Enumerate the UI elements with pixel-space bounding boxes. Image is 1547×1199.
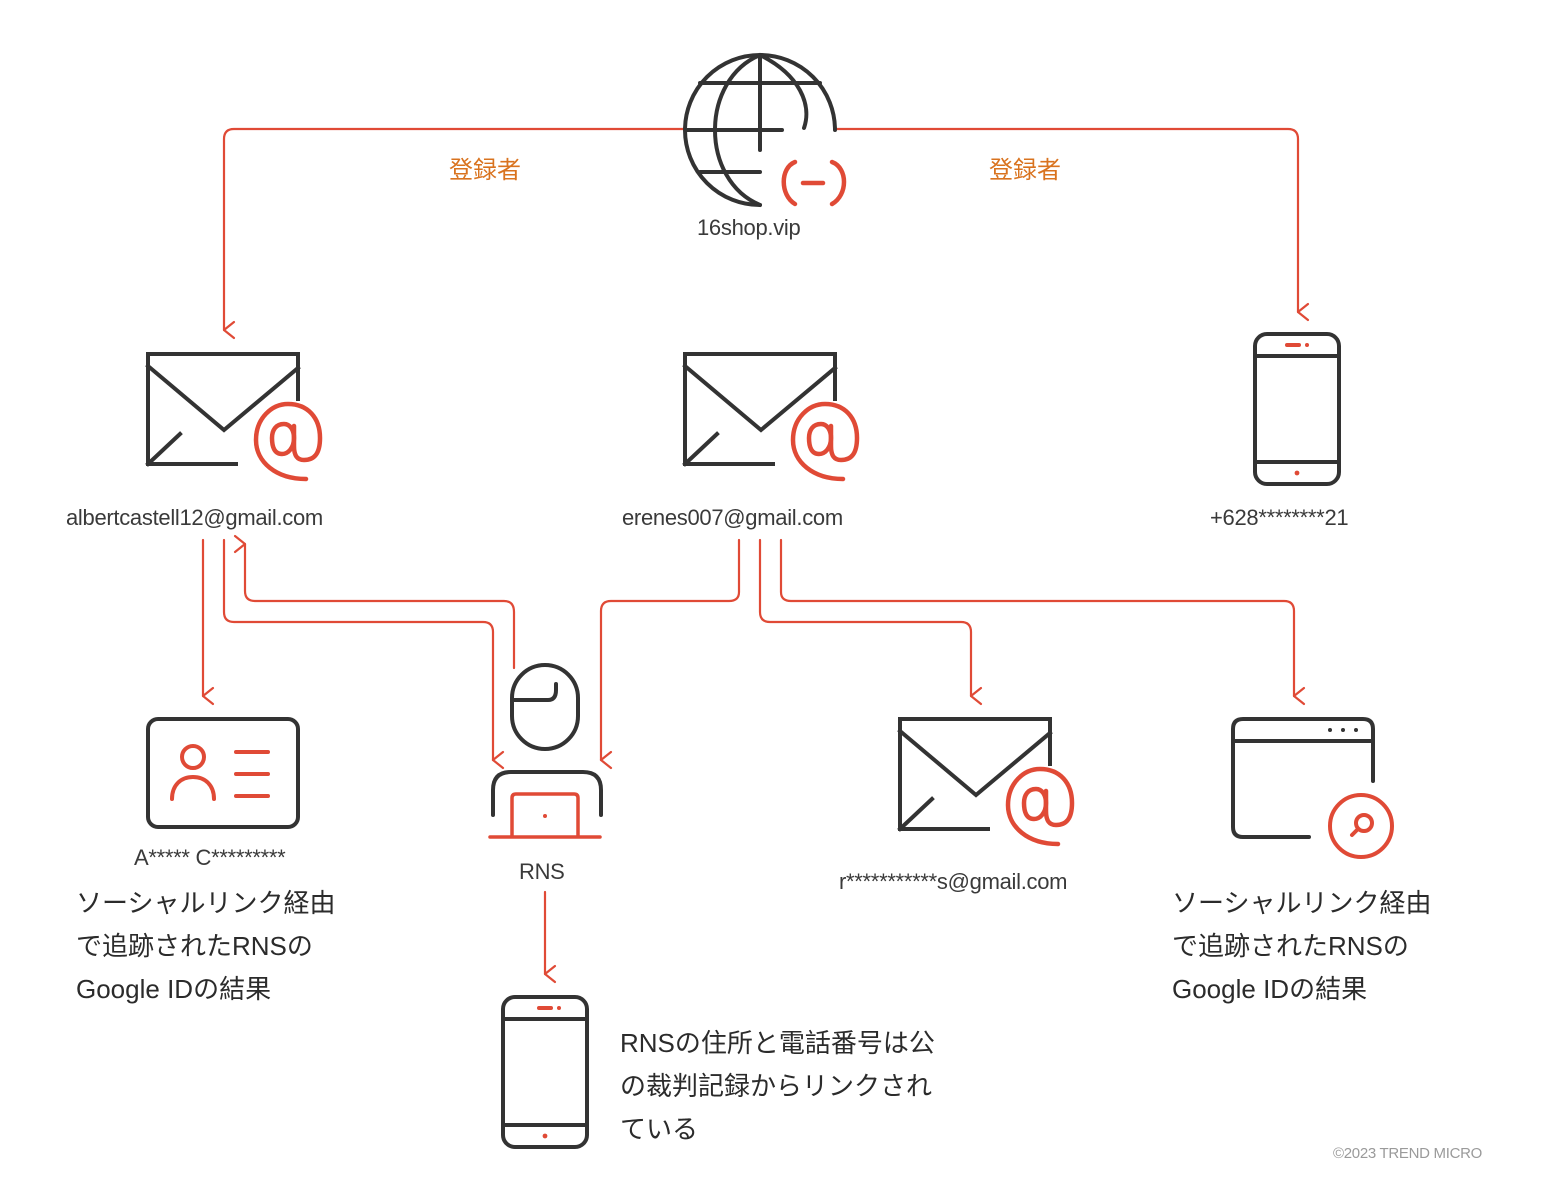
copyright: ©2023 TREND MICRO xyxy=(1333,1145,1483,1162)
id-card-label: A***** C********* xyxy=(134,845,286,870)
note-line: ソーシャルリンク経由 xyxy=(1172,888,1432,918)
edge-label-registrant-left: 登録者 xyxy=(449,157,521,184)
email-albert-label: albertcastell12@gmail.com xyxy=(66,505,323,530)
note-line: で追跡されたRNSの xyxy=(1172,931,1409,961)
email-at-icon xyxy=(145,352,323,482)
id-card-icon xyxy=(146,717,300,829)
note-line: ソーシャルリンク経由 xyxy=(76,888,336,918)
edge-domain-to-phone-top xyxy=(834,127,1310,322)
globe-link-icon xyxy=(683,53,847,207)
smartphone-icon xyxy=(1253,332,1341,486)
edge-erenes-to-rns xyxy=(599,538,741,770)
note-right: ソーシャルリンク経由 で追跡されたRNSの Google IDの結果 xyxy=(1172,882,1431,1011)
domain-label: 16shop.vip xyxy=(697,215,801,240)
rns-label: RNS xyxy=(519,859,565,884)
email-erenes-label: erenes007@gmail.com xyxy=(622,505,843,530)
email-at-icon xyxy=(897,717,1075,847)
edge-rns-to-albert xyxy=(233,534,516,670)
note-line: ている xyxy=(620,1114,699,1144)
note-line: RNSの住所と電話番号は公 xyxy=(620,1028,935,1058)
note-left: ソーシャルリンク経由 で追跡されたRNSの Google IDの結果 xyxy=(76,882,335,1011)
edge-label-registrant-right: 登録者 xyxy=(989,157,1061,184)
person-laptop-icon xyxy=(488,663,603,839)
edge-erenes-to-browser xyxy=(779,538,1306,706)
note-line: で追跡されたRNSの xyxy=(76,931,313,961)
phone-top-label: +628********21 xyxy=(1210,505,1349,530)
edge-albert-to-rns xyxy=(222,538,505,770)
note-line: Google IDの結果 xyxy=(76,974,272,1004)
email-masked-label: r***********s@gmail.com xyxy=(839,869,1068,894)
edge-domain-to-email-albert xyxy=(222,127,686,340)
note-bottom: RNSの住所と電話番号は公 の裁判記録からリンクされ ている xyxy=(620,1022,935,1151)
note-line: の裁判記録からリンクされ xyxy=(620,1071,933,1101)
browser-search-icon xyxy=(1231,717,1394,859)
email-at-icon xyxy=(682,352,860,482)
smartphone-icon xyxy=(501,995,589,1149)
edge-erenes-to-masked-email xyxy=(758,538,983,706)
note-line: Google IDの結果 xyxy=(1172,974,1368,1004)
